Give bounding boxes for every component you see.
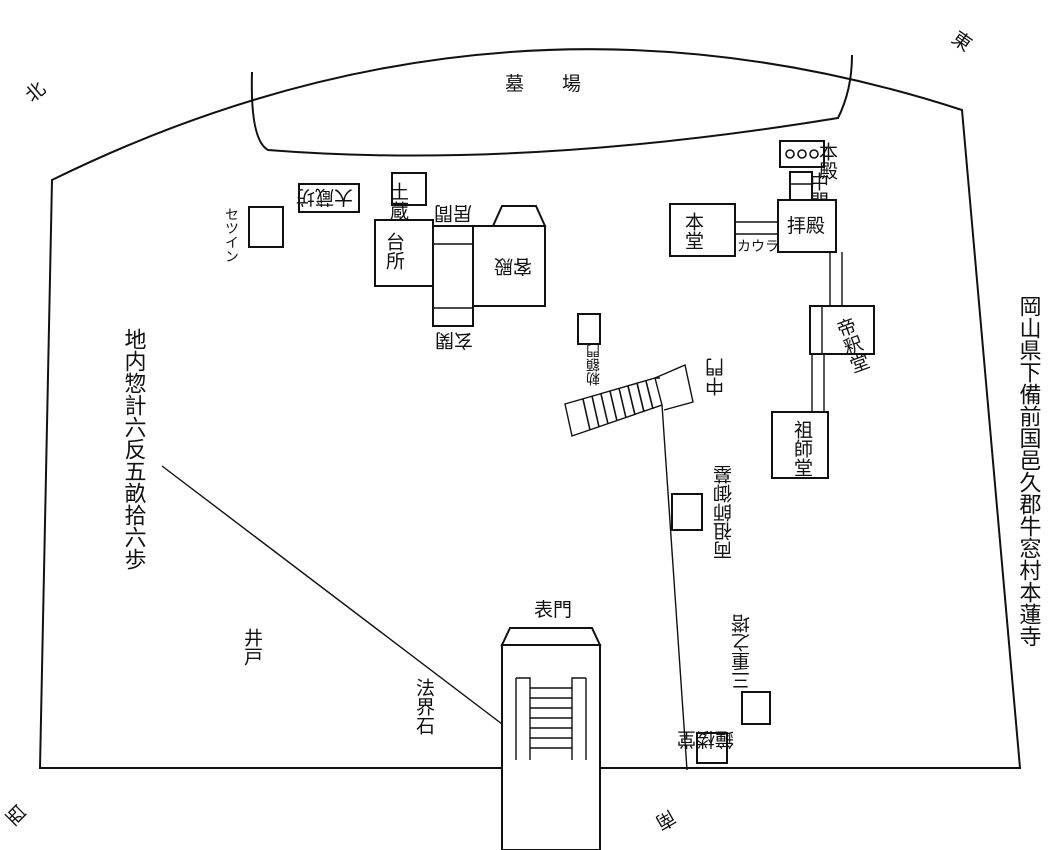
bozo-label: 大蔵坊	[296, 186, 353, 208]
west-marker: 西	[2, 800, 31, 829]
omote-mon-label: 表門	[534, 599, 572, 621]
honden-dot	[797, 149, 807, 159]
chokugakumon-gate	[577, 313, 601, 345]
soshido-walkway	[811, 354, 825, 412]
omote-mon-roof	[500, 627, 602, 646]
kairou-corridor	[735, 221, 778, 235]
shoro-building	[696, 732, 728, 764]
hondo-building	[669, 203, 736, 257]
genkan-label: 玄関	[435, 329, 473, 351]
east-marker: 東	[947, 27, 975, 56]
honden-dot	[785, 149, 795, 159]
haiden-label: 拝殿	[787, 215, 825, 237]
setsuin-building	[248, 206, 284, 248]
honden-dot	[809, 149, 819, 159]
bozo-building	[298, 183, 360, 213]
honden-building	[779, 140, 825, 168]
daidokoro-label: 台所	[383, 232, 405, 270]
haiden-building	[777, 199, 837, 253]
chokugakumon-label: 勅額門	[586, 343, 602, 386]
north-marker: 北	[21, 78, 50, 107]
kyakuden-building	[472, 225, 546, 307]
ido-label: 井戸	[241, 628, 263, 666]
kyakuden-label: 客殿	[494, 255, 532, 277]
kyakuden-roof	[491, 205, 547, 227]
shoro-label: 鐘楼堂	[677, 728, 734, 750]
temple-title: 岡山県下備前国邑久郡牛窓村本蓮寺	[1016, 295, 1042, 647]
hokaiseki-label: 法界石	[413, 678, 435, 735]
stair-steps	[582, 380, 654, 431]
soshido-building	[771, 411, 829, 479]
south-marker: 南	[652, 805, 679, 834]
main-approach	[655, 377, 688, 771]
setsuin-label: セツイン	[223, 207, 239, 263]
precinct-boundary	[38, 48, 1022, 769]
graveyard-outline	[250, 54, 853, 157]
soshi-byo-marker	[671, 493, 703, 531]
kaura-label: カウラ	[737, 239, 779, 255]
area-note: 地内惣計六反五畝拾六歩	[121, 328, 147, 570]
genkan-building	[432, 225, 474, 327]
sanjunoto-label: 三重之塔	[731, 614, 753, 690]
sanjunoto-building	[741, 691, 771, 725]
soshido-label: 祖師堂	[791, 420, 813, 477]
hondo-label: 本堂	[682, 212, 704, 250]
haiden-walkway	[829, 252, 843, 306]
soshi-byo-label: 両祖師御墓	[713, 465, 735, 560]
chumon-mid-label: 中門	[705, 358, 727, 396]
omote-mon-walls	[515, 677, 587, 760]
dozo-building	[391, 172, 427, 206]
idokoro-label: 居間	[434, 202, 472, 224]
dozo-label: 土蔵	[387, 182, 409, 220]
boundary-line	[161, 465, 503, 725]
taishakudo-building	[809, 305, 875, 355]
chumon-mid-gate	[654, 364, 694, 411]
omote-mon-steps	[530, 687, 572, 749]
honden-label: 本殿	[816, 142, 838, 180]
graveyard-label: 墓 場	[505, 73, 581, 95]
